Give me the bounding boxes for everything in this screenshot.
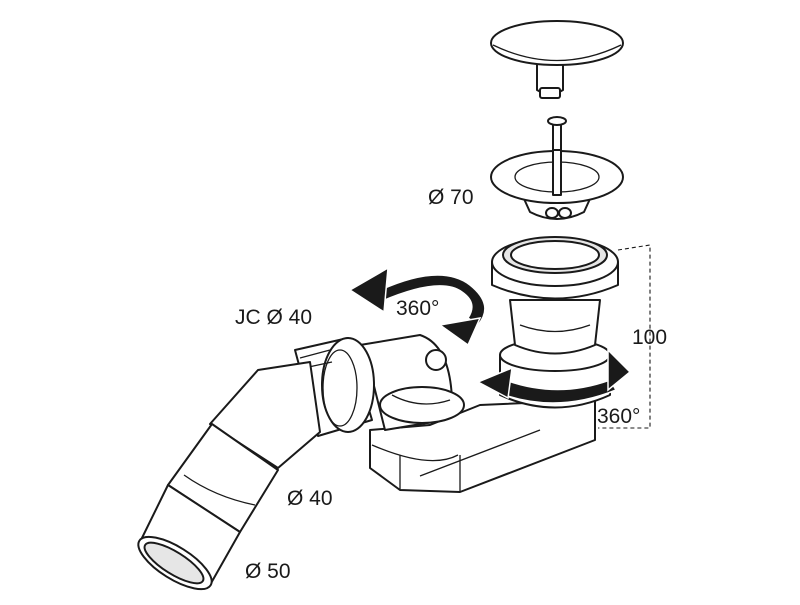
outlet-inner-label: Ø 40 (287, 487, 333, 510)
elbow-fitting (359, 334, 465, 431)
height-label: 100 (632, 326, 667, 349)
outlet-outer-label: Ø 50 (245, 560, 291, 583)
height-dimension (598, 244, 651, 429)
outlet-pipe (137, 361, 321, 591)
upper-rotation-arrow (348, 266, 486, 347)
lower-rotation-arrow (476, 348, 632, 404)
lower-rotation-label: 360° (597, 405, 640, 428)
side-connector-label: JC Ø 40 (235, 306, 312, 329)
drain-flange (490, 149, 624, 220)
drain-diameter-label: Ø 70 (428, 186, 474, 209)
trap-body (369, 399, 596, 493)
upper-rotation-label: 360° (396, 297, 439, 320)
drain-cap (490, 20, 624, 99)
